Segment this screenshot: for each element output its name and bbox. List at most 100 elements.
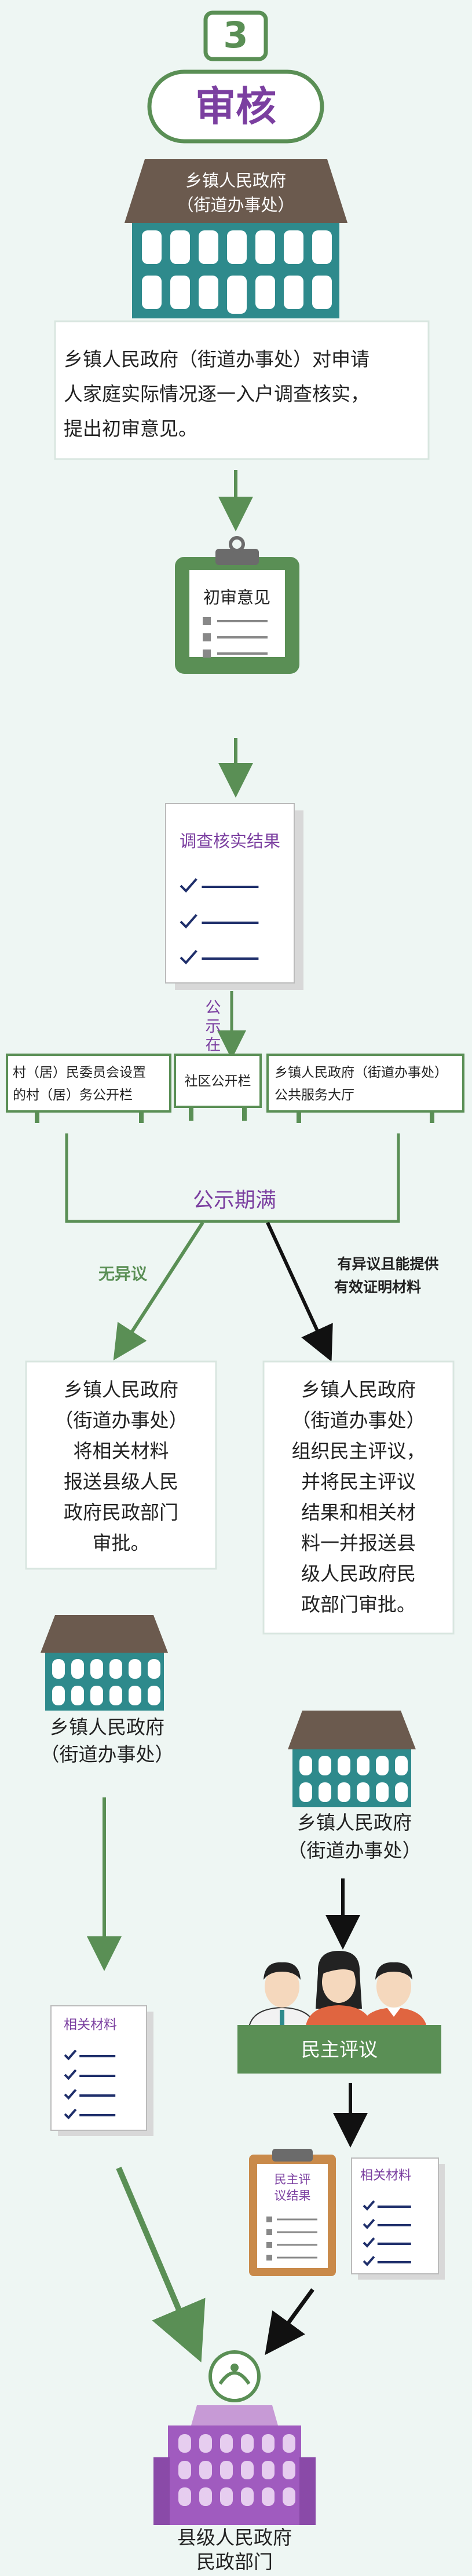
no-objection-box-line-5: 政府民政部门 [64,1501,178,1524]
window [199,2434,212,2453]
page-title: 审核 [195,83,276,130]
window [376,1782,389,1802]
township-name: 乡镇人民政府 [185,171,286,190]
left-building-label-1: 乡镇人民政府 [50,1716,164,1738]
door [227,276,247,314]
window [338,1782,350,1802]
no-objection-box-line-6: 审批。 [93,1532,150,1554]
clipboard-label: 初审意见 [203,588,270,607]
arrow-no-objection [113,1221,204,1361]
window [52,1659,65,1679]
window [241,2434,254,2453]
objection-box: 乡镇人民政府（街道办事处）组织民主评议，并将民主评议结果和相关材料一并报送县级人… [262,1360,455,1635]
window [312,276,332,309]
window [129,1686,141,1705]
window [199,2487,212,2506]
objection-box-line-3: 组织民主评议， [292,1440,426,1462]
right-materials-check-icon [363,2256,375,2266]
notice-board-village: 村（居）民委员会设置 的村（居）务公开栏 [6,1054,171,1123]
objection-box-line-5: 结果和相关材 [301,1501,416,1524]
publicize-char-1: 公 [206,999,221,1017]
window [220,2487,233,2506]
verify-check-icon [180,878,197,893]
window [220,2434,233,2453]
notice-board-community: 社区公开栏 [174,1054,262,1121]
board-village-line-2: 的村（居）务公开栏 [13,1088,133,1103]
window [283,2461,295,2479]
window [283,2487,295,2506]
window [109,1659,122,1679]
publicity-expired-label: 公示期满 [193,1188,276,1212]
left-materials-check-icon [64,2049,77,2061]
window [142,276,162,309]
window [262,2434,275,2453]
democratic-review-banner: 民主评议 [237,2025,441,2074]
left-materials-paper: 相关材料 [50,2005,153,2136]
result-bullet [266,2217,272,2222]
result-bullet [266,2255,272,2261]
window [319,1782,331,1802]
window [376,1756,389,1775]
window [299,1756,312,1775]
right-building-label-2: （街道办事处） [288,1839,422,1862]
window [142,230,162,264]
window [395,1782,408,1802]
window [262,2487,275,2506]
publicize-char-2: 示 [206,1018,221,1036]
no-objection-box-line-3: 将相关材料 [74,1440,169,1462]
window [52,1686,65,1705]
window [199,2461,212,2479]
result-bullet [266,2242,272,2248]
publicize-char-3: 在 [206,1036,221,1054]
window [71,1686,84,1705]
clipboard-icon: 初审意见 [175,536,299,674]
window [357,1756,369,1775]
left-materials-check-icon [64,2069,77,2080]
objection-label-line-2: 有效证明材料 [334,1279,421,1296]
notice-board-township: 乡镇人民政府（街道办事处） 公共服务大厅 [266,1054,464,1123]
clipboard-bullet [203,649,211,658]
window [71,1659,84,1679]
right-materials-paper: 相关材料 [351,2157,445,2280]
no-objection-label: 无异议 [98,1264,148,1283]
arrow-left-to-county [116,2167,206,2363]
left-materials-label: 相关材料 [64,2017,117,2032]
window [178,2461,191,2479]
description-line-1: 乡镇人民政府（街道办事处）对申请 [64,348,369,370]
window [255,276,275,309]
objection-box-line-6: 料一并报送县 [301,1532,416,1554]
right-materials-check-icon [363,2219,375,2229]
window [284,276,303,309]
objection-box-line-4: 并将民主评议 [301,1470,416,1493]
board-community-line-1: 社区公开栏 [185,1074,251,1089]
board-township-line-1: 乡镇人民政府（街道办事处） [275,1065,448,1080]
left-materials-check-icon [64,2089,77,2100]
verify-result-label: 调查核实结果 [180,831,280,851]
step-number: 3 [223,14,248,56]
window [109,1686,122,1705]
window [319,1756,331,1775]
county-label-1: 县级人民政府 [177,2526,292,2549]
window [338,1756,350,1775]
board-township-line-2: 公共服务大厅 [275,1088,354,1103]
township-building-icon: 乡镇人民政府 （街道办事处） [125,159,347,318]
window [299,1782,312,1802]
window [90,1686,103,1705]
window [227,230,247,264]
arrow-objection [266,1221,333,1362]
no-objection-box-line-4: 报送县级人民 [64,1470,178,1493]
window [178,2434,191,2453]
clipboard-bullet [203,633,211,641]
democratic-review-label: 民主评议 [301,2038,378,2061]
review-result-line-1: 民主评 [275,2173,311,2186]
right-building-label-1: 乡镇人民政府 [297,1811,412,1834]
window [284,230,303,264]
result-bullet [266,2229,272,2235]
window [148,1686,160,1705]
clipboard-bullet [203,617,211,625]
window [283,2434,295,2453]
township-sub: （街道办事处） [177,195,294,215]
window [90,1659,103,1679]
window [170,230,190,264]
